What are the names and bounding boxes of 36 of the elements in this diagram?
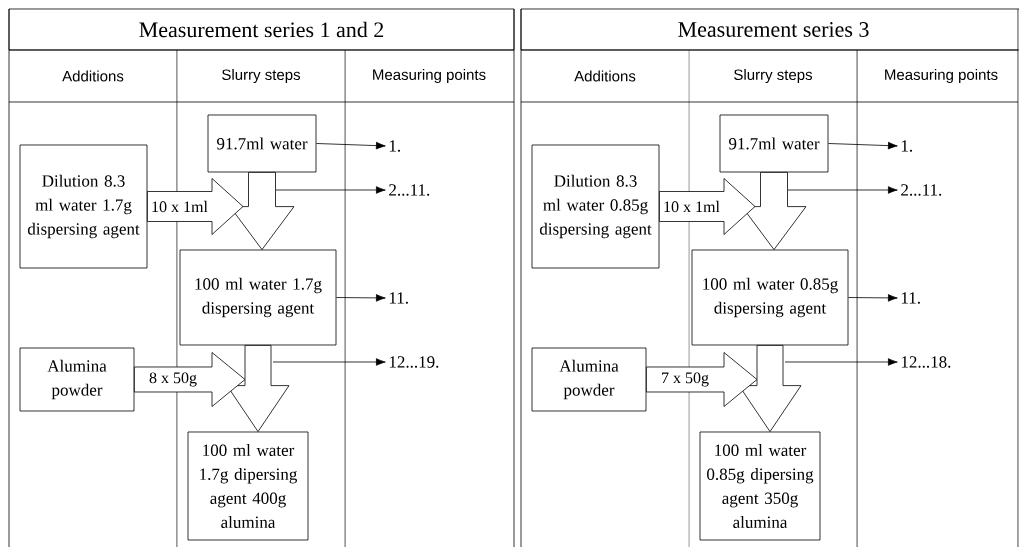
arrow <box>272 358 386 366</box>
column-header: Measuring points <box>885 69 998 83</box>
column-header: Additions <box>574 70 636 82</box>
arrow <box>275 186 386 194</box>
edge-label: 7 x 50g <box>660 371 710 388</box>
measuring-point-label: 2...11. <box>901 184 942 196</box>
measuring-point-label: 11. <box>901 292 920 304</box>
arrow <box>828 141 898 150</box>
measuring-point-label: 1. <box>901 140 913 152</box>
process-box: 100 ml water 1.7g dipersing agent 400g alumina <box>187 431 309 541</box>
process-box: 91.7ml water <box>207 114 317 173</box>
title-cell: Measurement series 3 <box>520 8 1019 51</box>
process-box: Dilution 8.3 ml water 1.7g dispersing agent <box>19 144 148 269</box>
process-box: Alumina powder <box>531 347 647 412</box>
process-box: 100 ml water 0.85g dispersing agent <box>691 249 849 346</box>
arrow <box>787 186 898 194</box>
measuring-point-label: 2...11. <box>389 184 430 196</box>
column-header: Slurry steps <box>222 69 301 83</box>
title-cell: Measurement series 1 and 2 <box>8 8 515 51</box>
edge-label: 8 x 50g <box>148 371 198 388</box>
measuring-point-label: 11. <box>389 292 408 304</box>
column-header: Additions <box>62 70 124 82</box>
column-header: Slurry steps <box>734 69 813 83</box>
arrow <box>336 294 386 302</box>
process-box: Alumina powder <box>19 347 135 412</box>
measuring-point-label: 12...18. <box>901 356 951 368</box>
process-box: 100 ml water 0.85g dipersing agent 350g alumina <box>699 431 821 541</box>
process-box: 100 ml water 1.7g dispersing agent <box>179 249 337 346</box>
process-box: Dilution 8.3 ml water 0.85g dispersing agent <box>531 144 660 269</box>
arrow <box>316 141 386 150</box>
measuring-point-label: 1. <box>389 140 401 152</box>
process-box: 91.7ml water <box>719 114 829 173</box>
arrow <box>848 294 898 302</box>
arrow <box>784 358 898 366</box>
measuring-point-label: 12...19. <box>389 356 439 368</box>
column-header: Measuring points <box>373 69 486 83</box>
